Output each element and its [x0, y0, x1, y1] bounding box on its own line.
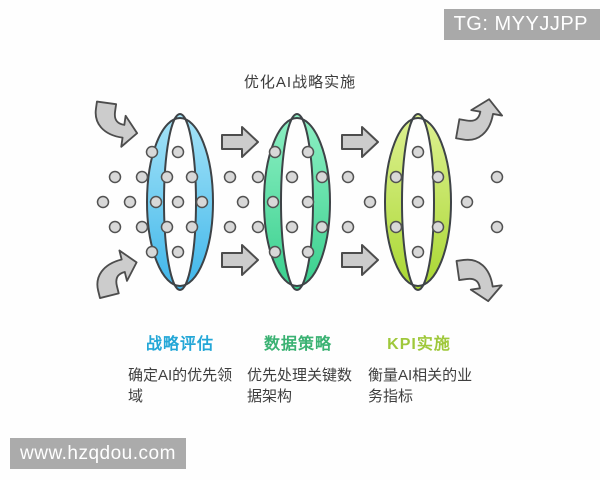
stage-desc-data-strategy: 优先处理关键数据架构 — [247, 367, 353, 405]
straight-arrow-4 — [341, 244, 379, 276]
curved-arrow-top-left — [94, 100, 139, 148]
curved-arrow-bottom-right — [455, 258, 503, 303]
straight-arrow-2 — [221, 244, 259, 276]
website-watermark: www.hzqdou.com — [10, 438, 186, 469]
filter-ring-3 — [384, 113, 452, 291]
curved-arrow-bottom-left — [96, 249, 138, 299]
stage-desc-strategy-evaluation: 确定AI的优先领域 — [128, 367, 233, 405]
data-dots — [96, 145, 504, 259]
stage-desc-kpi-implementation: 衡量AI相关的业务指标 — [368, 367, 473, 405]
curved-arrow-top-right — [455, 98, 503, 141]
stage-label-strategy-evaluation: 战略评估 — [145, 336, 214, 353]
stage-label-kpi-implementation: KPI实施 — [387, 336, 451, 353]
stage-label-data-strategy: 数据策略 — [263, 336, 332, 353]
straight-arrow-3 — [341, 126, 379, 158]
straight-arrow-1 — [221, 126, 259, 158]
telegram-badge: TG: MYYJJPP — [443, 9, 600, 40]
diagram-title: 优化AI战略实施 — [243, 74, 357, 91]
